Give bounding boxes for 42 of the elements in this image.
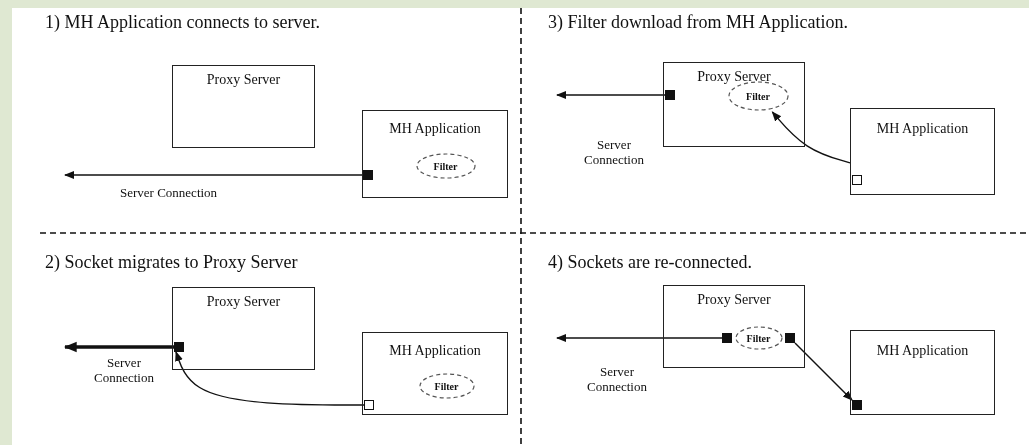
node-label: MH Application	[875, 343, 970, 359]
node-label: Filter	[745, 90, 771, 101]
node-label: Filter	[432, 160, 459, 171]
process-box	[850, 330, 995, 415]
node-label: MH Application	[388, 121, 482, 137]
arrow	[556, 334, 723, 342]
node-label: Proxy Server	[696, 292, 772, 308]
filter-cloud	[733, 324, 784, 351]
process-box	[362, 332, 508, 415]
process-box	[850, 108, 995, 195]
process-box	[663, 62, 805, 147]
filter-cloud	[417, 371, 476, 400]
socket-square	[851, 399, 862, 410]
process-box	[172, 287, 315, 370]
arrow	[556, 91, 666, 99]
socket-square	[173, 341, 184, 352]
node-label: Filter	[745, 332, 772, 343]
node-label: Proxy Server	[696, 69, 772, 85]
process-box	[663, 285, 805, 368]
socket-square	[784, 332, 795, 343]
socket-square	[363, 399, 374, 410]
arrow	[175, 351, 365, 406]
socket-square	[362, 169, 373, 180]
node-label: Filter	[433, 380, 460, 391]
node-label: MH Application	[875, 121, 970, 137]
node-label: Proxy Server	[205, 72, 282, 88]
step-heading: 1) MH Application connects to server.	[45, 12, 320, 33]
socket-square	[851, 174, 862, 185]
arrow	[63, 341, 174, 353]
arrow	[771, 111, 851, 164]
step-heading: 4) Sockets are re-connected.	[548, 252, 752, 273]
socket-square	[664, 89, 675, 100]
step-heading: 2) Socket migrates to Proxy Server	[45, 252, 298, 273]
arrow	[64, 171, 364, 179]
process-box	[172, 65, 315, 148]
node-label: Proxy Server	[205, 294, 282, 310]
step-heading: 3) Filter download from MH Application.	[548, 12, 848, 33]
process-box	[362, 110, 508, 198]
arrow	[794, 342, 853, 401]
socket-square	[721, 332, 732, 343]
node-label: MH Application	[388, 343, 482, 359]
filter-cloud	[414, 151, 477, 180]
